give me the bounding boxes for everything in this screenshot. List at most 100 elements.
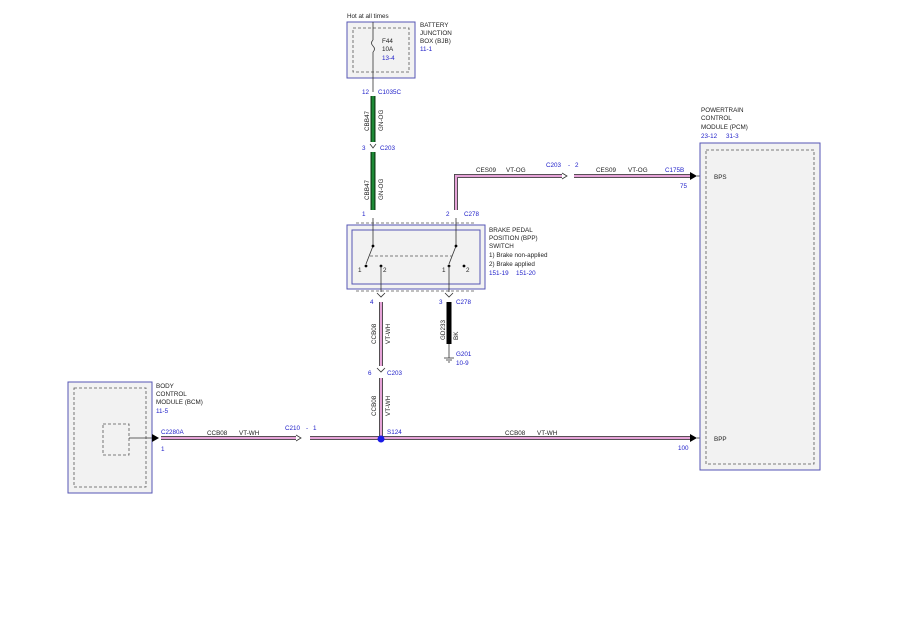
bcm-name-1: BODY — [156, 383, 175, 390]
pcm-name-2: CONTROL — [701, 115, 732, 122]
c203-upper-name: C203 — [380, 145, 396, 152]
bjb-ref: 11-1 — [420, 46, 433, 53]
connector-chevron — [295, 434, 302, 442]
vt-wh-color-v2: VT-WH — [385, 395, 392, 416]
pcm-ref-2: 31-3 — [726, 133, 739, 140]
bjb-inner — [352, 27, 410, 73]
fuse-amps: 10A — [382, 46, 394, 53]
bpp-name-2: POSITION (BPP) — [489, 235, 538, 242]
c278-bottom-name: C278 — [456, 299, 472, 306]
pcm-bps-label: BPS — [714, 174, 727, 181]
connector-chevron — [369, 143, 377, 149]
powertrain-control-module: POWERTRAIN CONTROL MODULE (PCM) 23-12 31… — [699, 107, 821, 471]
bpp-name-3: SWITCH — [489, 243, 514, 250]
c278-top: C278 — [464, 211, 480, 218]
c203-inline-pin: 2 — [575, 162, 579, 169]
pcm-inner — [705, 149, 815, 465]
ccb08-horizontal-wire: CCB08 VT-WH C210 - 1 S124 CCB08 VT-WH 10… — [161, 425, 710, 452]
bk-color: BK — [453, 331, 460, 340]
bcm-name-3: MODULE (BCM) — [156, 399, 203, 406]
ccb08-circuit-v2: CCB08 — [371, 395, 378, 416]
ces09-color-right: VT-OG — [628, 167, 648, 174]
vt-wh-color-v1: VT-WH — [385, 323, 392, 344]
pcm-name-1: POWERTRAIN — [701, 107, 744, 114]
hot-at-all-times-label: Hot at all times — [347, 13, 389, 20]
pcm-ref-1: 23-12 — [701, 133, 718, 140]
c210-sep: - — [306, 425, 308, 432]
bcm-box — [67, 381, 153, 494]
ccb08-circuit-h2: CCB08 — [505, 430, 526, 437]
c175b-name: C175B — [665, 167, 684, 174]
right-contact-1: 1 — [442, 267, 446, 274]
brake-pedal-position-switch: 1 2 1 2 BRAKE PEDAL POSITION (BPP) SWITC… — [346, 218, 548, 292]
c203-inline-sep: - — [568, 162, 570, 169]
left-contact-1: 1 — [358, 267, 362, 274]
bpp-switch-inner — [351, 229, 481, 285]
bpp-ref-2: 151-20 — [516, 270, 536, 277]
pcm-name-3: MODULE (PCM) — [701, 124, 748, 131]
bpp-state-2: 2) Brake applied — [489, 261, 535, 268]
switch-contact-right — [448, 245, 457, 265]
bpp-name-1: BRAKE PEDAL — [489, 227, 533, 234]
c203-upper-pin: 3 — [362, 145, 366, 152]
bpp-ref-1: 151-19 — [489, 270, 509, 277]
connector-chevron — [376, 292, 386, 298]
pcm-bpp-pin: 100 — [678, 445, 689, 452]
g201-name: G201 — [456, 351, 472, 358]
ground-icon — [444, 357, 454, 363]
bcm-connector: C2280A — [161, 429, 185, 436]
c203-inline-name: C203 — [546, 162, 562, 169]
g201-ref: 10-9 — [456, 360, 469, 367]
bcm-arrow-icon — [152, 434, 159, 442]
switch-contact-left — [365, 245, 374, 265]
ces09-color-left: VT-OG — [506, 167, 526, 174]
ccb08-circuit-v1: CCB08 — [371, 323, 378, 344]
connector-chevron — [376, 367, 386, 373]
vt-wh-color-h1: VT-WH — [239, 430, 260, 437]
c203-lower-name: C203 — [387, 370, 403, 377]
connector-chevron — [561, 172, 568, 180]
c210-pin: 1 — [313, 425, 317, 432]
pcm-bpp-label: BPP — [714, 436, 727, 443]
bcm-ref: 11-5 — [156, 408, 169, 415]
bpp-state-1: 1) Brake non-applied — [489, 252, 548, 259]
connector-chevron — [444, 292, 454, 298]
splice-dot — [377, 435, 385, 443]
c278-bottom-pin: 3 — [439, 299, 443, 306]
bcm-name-2: CONTROL — [156, 391, 187, 398]
vt-wh-color-h2: VT-WH — [537, 430, 558, 437]
pcm-bpp-arrow-icon — [690, 434, 697, 442]
gn-og-color-2: GN-OG — [378, 179, 385, 200]
switch-pin-2: 2 — [446, 211, 450, 218]
bcm-sub-block — [102, 423, 130, 456]
fuse-ref: 13-4 — [382, 55, 395, 62]
bcm-pin: 1 — [161, 446, 165, 453]
ccb08-vertical-wire: 4 CCB08 VT-WH 6 C203 CCB08 VT-WH — [368, 292, 403, 438]
pcm-box — [699, 142, 821, 471]
bjb-name-3: BOX (BJB) — [420, 38, 451, 45]
c175b-pin: 75 — [680, 183, 688, 190]
bcm-inner — [73, 387, 147, 488]
ces09-wire: 2 C278 CES09 VT-OG C203 - 2 CES09 VT-OG … — [446, 162, 710, 218]
bjb-name-2: JUNCTION — [420, 30, 452, 37]
bjb-name-1: BATTERY — [420, 22, 449, 29]
battery-junction-box: Hot at all times F44 10A 13-4 BATTERY JU… — [346, 13, 452, 79]
green-wire-upper: 12 C1035C CBB47 GN-OG 3 C203 CBB47 GN-OG… — [362, 78, 402, 218]
c1035c-name: C1035C — [378, 89, 402, 96]
c1035c-pin: 12 — [362, 89, 370, 96]
fuse-icon — [371, 39, 375, 53]
gd233-circuit: GD233 — [440, 320, 447, 340]
ground-wire: 3 C278 GD233 BK G201 10-9 — [439, 292, 472, 367]
left-contact-2: 2 — [383, 267, 387, 274]
ccb08-circuit-h1: CCB08 — [207, 430, 228, 437]
gn-og-color-1: GN-OG — [378, 110, 385, 131]
ces09-circuit-right: CES09 — [596, 167, 616, 174]
s124-label: S124 — [387, 429, 402, 436]
body-control-module: BODY CONTROL MODULE (BCM) 11-5 C2280A 1 — [67, 381, 203, 494]
pcm-bps-arrow-icon — [690, 172, 697, 180]
c203-lower-pin: 6 — [368, 370, 372, 377]
bjb-box — [346, 21, 416, 79]
ces09-circuit-left: CES09 — [476, 167, 496, 174]
fuse-id: F44 — [382, 38, 393, 45]
